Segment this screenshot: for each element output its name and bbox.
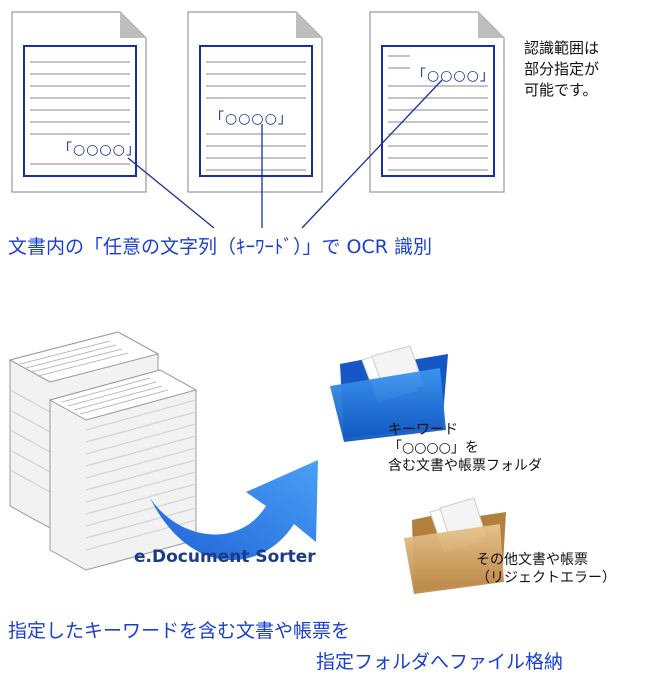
side-note-line-2: 部分指定が [524, 60, 600, 78]
recognition-area-note: 認識範囲は 部分指定が 可能です。 [524, 38, 634, 101]
keyword-marker-2: 「○○○○」 [210, 111, 293, 127]
keyword-folder-label-line-2: 「○○○○」を [388, 440, 479, 456]
other-folder-label-line-1: その他文書や帳票 [476, 552, 588, 568]
document-page-3 [369, 11, 505, 193]
keyword-folder-icon [330, 345, 448, 442]
document-page-1 [11, 11, 147, 193]
side-note-line-3: 可能です。 [524, 81, 598, 99]
other-folder-label-line-2: （リジェクトエラー） [476, 570, 616, 586]
ocr-heading: 文書内の「任意の文字列（ｷｰﾜｰﾄﾞ）」で OCR 識別 [8, 236, 433, 258]
sort-arrow-icon [150, 460, 318, 561]
caption-line-2: 指定フォルダへファイル格納 [316, 651, 564, 673]
sorting-diagram [8, 331, 506, 594]
keyword-marker-1: 「○○○○」 [58, 142, 141, 158]
connector-lines [127, 79, 443, 229]
tool-name: e.Document Sorter [134, 547, 316, 567]
document-page-2 [187, 11, 323, 193]
caption-line-1: 指定したキーワードを含む文書や帳票を [8, 620, 351, 642]
other-folder-label: その他文書や帳票 （リジェクトエラー） [476, 551, 616, 587]
keyword-folder-label-line-1: キーワード [388, 422, 458, 438]
other-folder-icon [404, 497, 506, 594]
top-documents-diagram [11, 11, 505, 229]
keyword-folder-label-line-3: 含む文書や帳票フォルダ [388, 458, 542, 474]
keyword-folder-label: キーワード 「○○○○」を 含む文書や帳票フォルダ [388, 421, 542, 475]
side-note-line-1: 認識範囲は [524, 39, 600, 57]
paper-stack-front [48, 369, 198, 571]
keyword-marker-3: 「○○○○」 [412, 68, 495, 84]
